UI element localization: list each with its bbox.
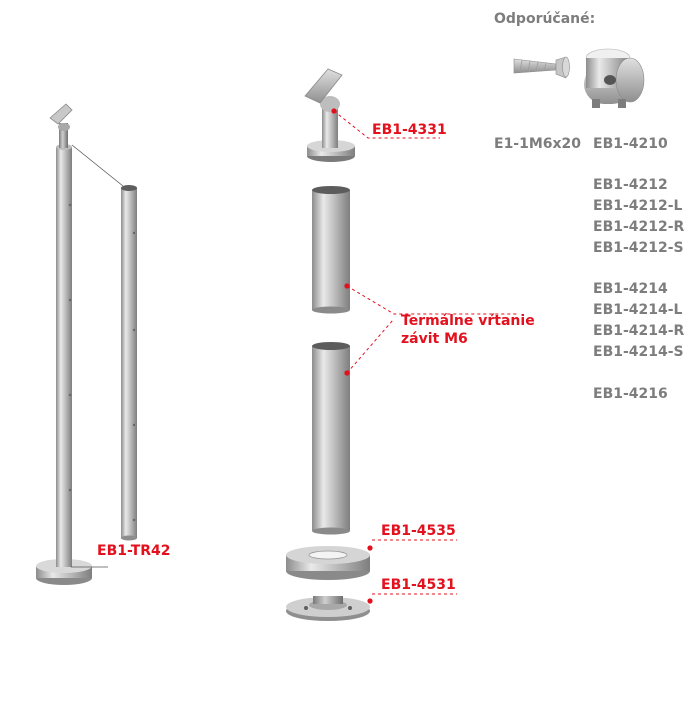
recommended-heading: Odporúčané: [494,11,596,27]
screw-illustration [513,56,570,79]
code-item: EB1-4212-R [593,219,685,235]
code-item: EB1-4216 [593,386,668,402]
drilling-label-line2: závit M6 [401,331,468,347]
saddle-holder [304,68,355,162]
screw-code: E1-1M6x20 [494,136,582,152]
callout-leaders [333,110,518,595]
saddle-label: EB1-4331 [372,122,447,138]
tube-segment-upper [312,186,350,314]
drilling-label-line1: Termálne vŕtanie [401,313,535,329]
code-item: EB1-4214 [593,281,668,297]
code-item: EB1-4214-R [593,323,685,339]
code-item: EB1-4212-L [593,198,683,214]
code-item: EB1-4212 [593,177,668,193]
cover-ring [286,545,373,580]
code-item: EB1-4212-S [593,240,684,256]
holder-code: EB1-4210 [593,136,668,152]
code-item: EB1-4214-L [593,302,683,318]
post-label: EB1-TR42 [97,543,171,559]
base-flange-label: EB1-4531 [381,577,456,593]
cover-ring-label: EB1-4535 [381,523,456,539]
tube-segment-lower [312,342,350,535]
rod-holder-illustration [584,48,645,108]
code-item: EB1-4214-S [593,344,684,360]
assembled-post [36,103,92,585]
tube-detail [121,185,137,541]
base-flange [286,596,373,621]
